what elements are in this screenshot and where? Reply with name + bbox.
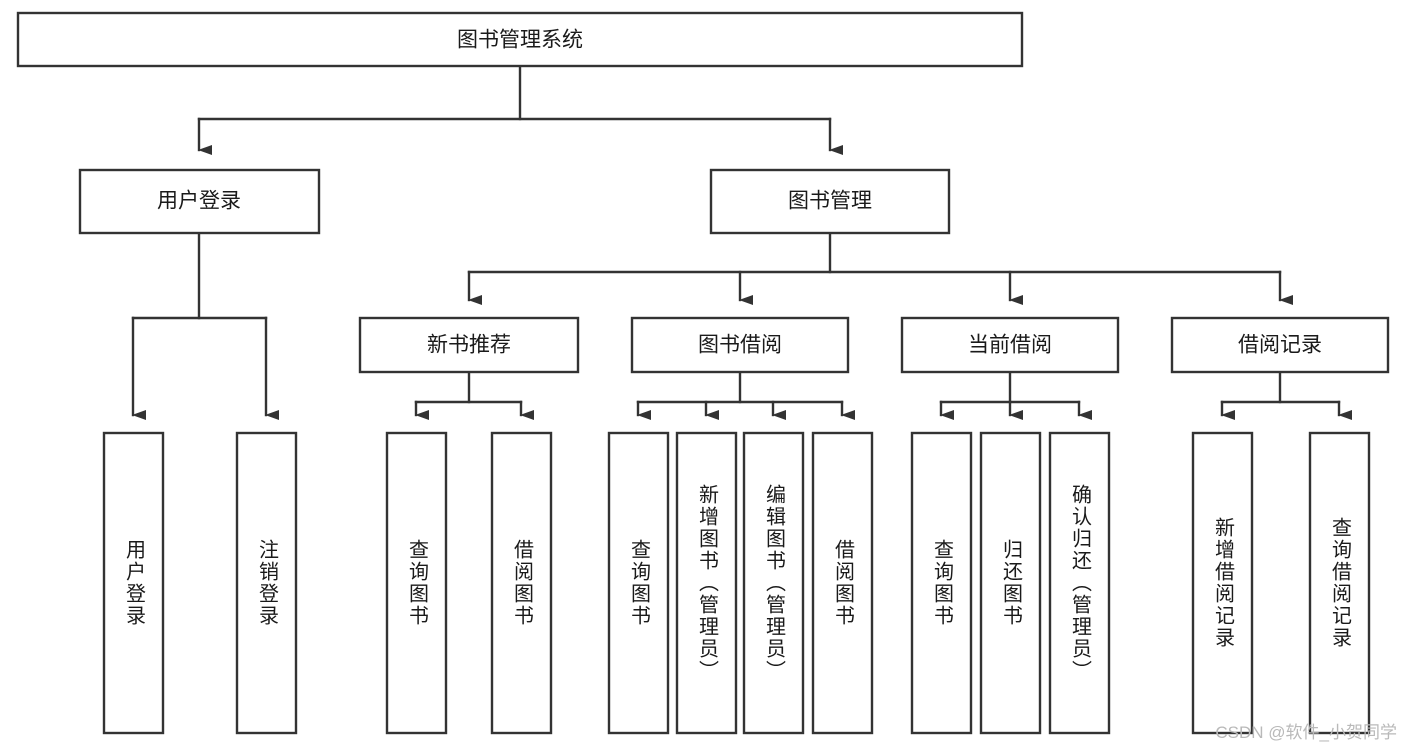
node-user-login-label: 用户登录 — [157, 190, 241, 213]
node-book-borrow-label: 图书借阅 — [698, 334, 782, 357]
leaf-logout[interactable] — [235, 431, 298, 735]
node-borrow-record-label: 借阅记录 — [1238, 334, 1322, 357]
leaf-add-record[interactable] — [1191, 431, 1254, 735]
node-current-borrow-label: 当前借阅 — [968, 334, 1052, 357]
edge-bookmgmt-to-children — [467, 231, 1293, 305]
leaf-query-record[interactable] — [1308, 431, 1371, 735]
leaf-borrow-book-2[interactable] — [811, 431, 874, 735]
leaf-borrow-book-1[interactable] — [490, 431, 553, 735]
leaf-edit-book[interactable] — [742, 431, 805, 735]
node-root-label: 图书管理系统 — [457, 29, 583, 52]
node-book-management[interactable] — [709, 168, 951, 235]
edge-newbook-to-leaves — [414, 370, 534, 420]
leaf-confirm-return[interactable] — [1048, 431, 1111, 735]
edge-currentborrow-to-leaves — [939, 370, 1092, 420]
node-book-borrow[interactable] — [630, 316, 850, 374]
leaf-query-book-1[interactable] — [385, 431, 448, 735]
edge-bookborrow-to-leaves — [636, 370, 855, 420]
leaf-query-book-2[interactable] — [607, 431, 670, 735]
node-new-book-recommend-label: 新书推荐 — [427, 334, 511, 357]
leaf-user-login[interactable] — [102, 431, 165, 735]
node-book-management-label: 图书管理 — [788, 190, 872, 213]
edge-userlogin-to-leaves — [131, 231, 279, 420]
watermark-text: CSDN @软件_小贺同学 — [1215, 723, 1397, 742]
edge-root-to-children — [197, 64, 843, 155]
leaf-return-book[interactable] — [979, 431, 1042, 735]
node-borrow-record[interactable] — [1170, 316, 1390, 374]
edge-borrowrecord-to-leaves — [1220, 370, 1352, 420]
node-user-login[interactable] — [78, 168, 321, 235]
leaf-query-book-3[interactable] — [910, 431, 973, 735]
node-new-book-recommend[interactable] — [358, 316, 580, 374]
leaf-add-book[interactable] — [675, 431, 738, 735]
node-current-borrow[interactable] — [900, 316, 1120, 374]
node-root[interactable] — [16, 11, 1024, 68]
